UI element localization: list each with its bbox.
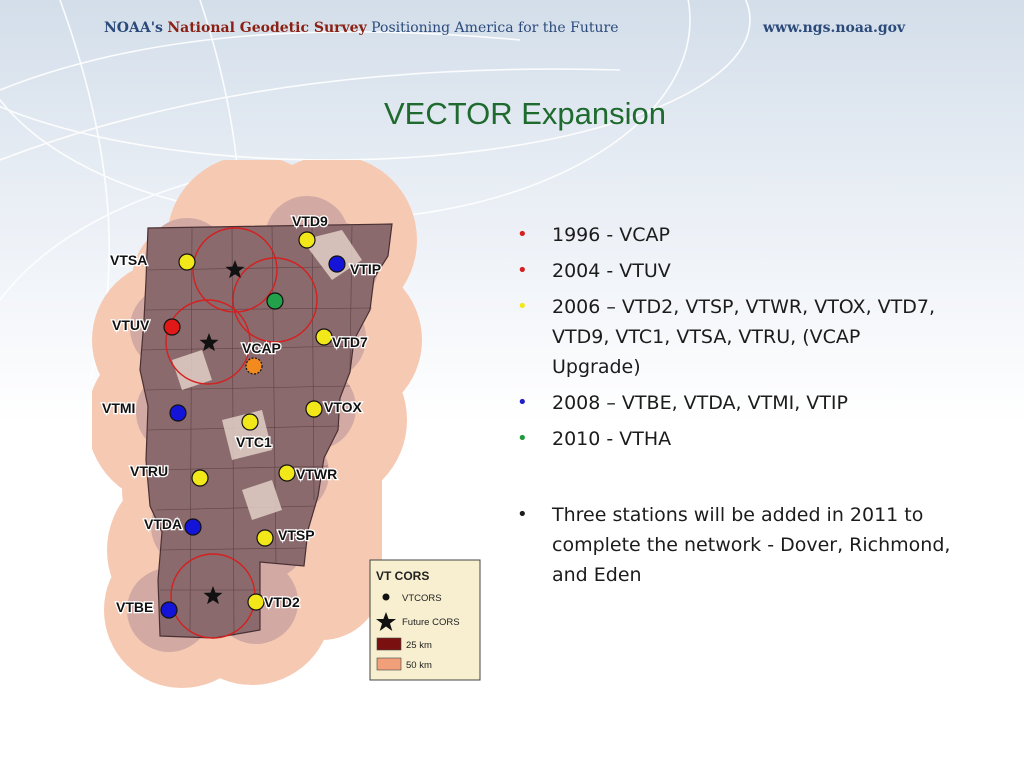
legend-50km-label: 50 km	[406, 660, 432, 671]
station-label: VTRU	[130, 463, 168, 479]
station-marker	[298, 231, 316, 249]
header-org-name: National Geodetic Survey	[167, 20, 367, 36]
bullet-dot: •	[517, 296, 528, 317]
legend-star-icon	[376, 612, 396, 631]
bullet-text: 2004 - VTUV	[552, 260, 671, 282]
map-legend: VT CORS VTCORS Future CORS 25 km 50 km	[369, 559, 481, 681]
bullet-dot: •	[517, 504, 528, 525]
header-org-prefix: NOAA's	[104, 20, 163, 36]
note-item: • Three stations will be added in 2011 t…	[514, 500, 954, 590]
future-cors-star-icon	[203, 586, 223, 605]
bullet-list: • 1996 - VCAP • 2004 - VTUV • 2006 – VTD…	[514, 220, 954, 596]
station-label: VTSP	[278, 527, 315, 543]
legend-cors-label: VTCORS	[402, 593, 442, 604]
station-marker	[191, 469, 209, 487]
future-cors-stars	[199, 260, 245, 605]
station-label: VCAP	[242, 340, 281, 356]
station-label: VTIP	[350, 261, 381, 277]
station-label: VTC1	[236, 434, 272, 450]
legend-50km-swatch	[376, 657, 402, 671]
bullet-dot: •	[517, 428, 528, 449]
station-marker	[163, 318, 181, 336]
bullet-text: 2008 – VTBE, VTDA, VTMI, VTIP	[552, 392, 848, 414]
bullet-item: • 1996 - VCAP	[514, 220, 954, 250]
station-label: VTBE	[116, 599, 153, 615]
station-marker	[305, 400, 323, 418]
legend-cors-dot	[382, 593, 390, 601]
bullet-dot: •	[517, 260, 528, 281]
station-label: VTMI	[102, 400, 135, 416]
future-cors-star-icon	[225, 260, 245, 279]
station-label: VTDA	[144, 516, 182, 532]
slide-header: NOAA's National Geodetic Survey Position…	[0, 0, 1024, 60]
legend-25km-label: 25 km	[406, 640, 432, 651]
station-marker	[256, 529, 274, 547]
header-org: NOAA's National Geodetic Survey Position…	[104, 20, 619, 36]
light-patches	[172, 230, 362, 520]
bullet-dot: •	[517, 224, 528, 245]
slide-title: VECTOR Expansion	[384, 96, 666, 131]
station-label: VTD9	[292, 213, 328, 229]
station-label: VTD7	[332, 334, 368, 350]
station-label: VTD2	[264, 594, 300, 610]
station-marker	[266, 292, 284, 310]
future-cors-star-icon	[199, 333, 219, 352]
header-tagline: Positioning America for the Future	[371, 20, 619, 36]
station-marker	[278, 464, 296, 482]
header-url: www.ngs.noaa.gov	[763, 20, 906, 36]
station-marker	[245, 357, 263, 375]
station-marker	[247, 593, 265, 611]
bullet-item: • 2010 - VTHA	[514, 424, 954, 454]
station-marker	[178, 253, 196, 271]
legend-title: VT CORS	[376, 569, 429, 583]
bullet-text: 1996 - VCAP	[552, 224, 671, 246]
station-label: VTWR	[296, 466, 337, 482]
station-marker	[184, 518, 202, 536]
station-marker	[328, 255, 346, 273]
bullet-text: 2010 - VTHA	[552, 428, 672, 450]
bullet-dot: •	[517, 392, 528, 413]
note-text: Three stations will be added in 2011 to …	[552, 504, 951, 586]
station-marker	[315, 328, 333, 346]
legend-future-label: Future CORS	[402, 617, 460, 628]
station-label: VTSA	[110, 252, 147, 268]
station-label: VTOX	[324, 399, 363, 415]
bullet-text: 2006 – VTD2, VTSP, VTWR, VTOX, VTD7, VTD…	[552, 296, 936, 378]
station-marker	[169, 404, 187, 422]
bullet-item: • 2008 – VTBE, VTDA, VTMI, VTIP	[514, 388, 954, 418]
station-marker	[160, 601, 178, 619]
station-marker	[241, 413, 259, 431]
bullet-item: • 2004 - VTUV	[514, 256, 954, 286]
bullet-item: • 2006 – VTD2, VTSP, VTWR, VTOX, VTD7, V…	[514, 292, 954, 382]
station-label: VTUV	[112, 317, 150, 333]
legend-25km-swatch	[376, 637, 402, 651]
